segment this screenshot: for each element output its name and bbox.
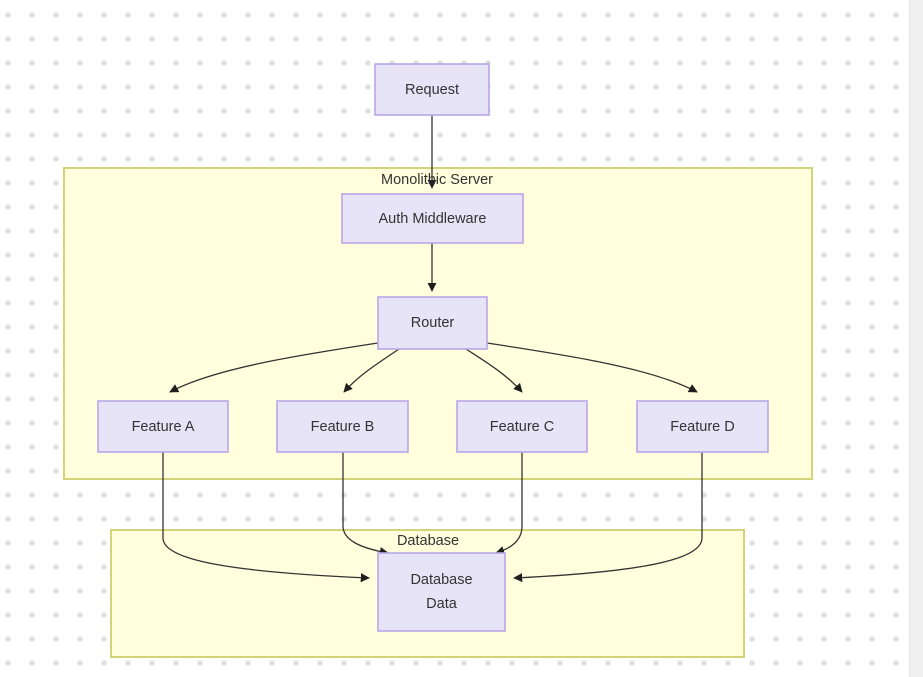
node-router[interactable] — [377, 296, 488, 350]
edge-router-feature-d — [486, 342, 698, 393]
edge-router-feature-a — [169, 342, 379, 393]
node-feature-d[interactable] — [636, 400, 769, 453]
edge-feature-a-db — [162, 452, 370, 583]
vertical-scrollbar[interactable] — [909, 0, 923, 677]
node-feature-c[interactable] — [456, 400, 588, 453]
node-database-data[interactable] — [377, 552, 506, 632]
edge-router-feature-b — [343, 348, 400, 393]
node-auth-middleware[interactable] — [341, 193, 524, 244]
node-feature-a[interactable] — [97, 400, 229, 453]
edge-feature-b-db — [342, 452, 389, 557]
edge-feature-c-db — [495, 452, 523, 555]
edge-router-feature-c — [465, 348, 523, 393]
edge-feature-d-db — [513, 452, 703, 583]
node-request[interactable] — [374, 63, 490, 116]
node-feature-b[interactable] — [276, 400, 409, 453]
